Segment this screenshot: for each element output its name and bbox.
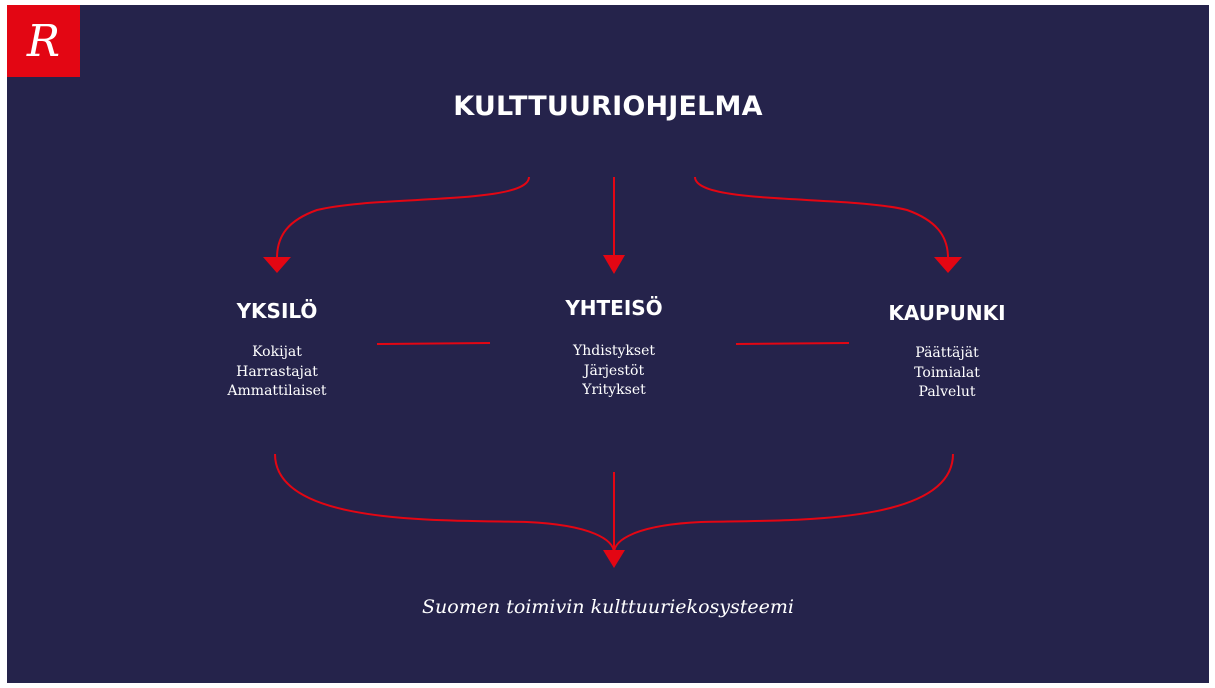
column-list-yhteiso: Yhdistykset Järjestöt Yritykset [484,342,744,401]
arrow-to-kaupunki [694,176,949,259]
list-item: Yritykset [582,382,646,398]
list-item: Toimialat [914,364,980,381]
page-title: KULTTUURIOHJELMA [453,91,763,122]
list-item: Kokijat [252,344,302,360]
list-item: Harrastajat [236,363,318,380]
list-item: Yhdistykset [573,343,655,359]
column-list-kaupunki: Päättäjät Toimialat Palvelut [817,344,1077,403]
list-item: Ammattilaiset [227,383,327,399]
column-title-yhteiso: YHTEISÖ [565,296,663,320]
arrow-head-yhteiso [603,255,625,274]
connector-right [735,342,850,345]
arrow-head-kaupunki [934,257,962,273]
blackletter-r-logo-icon: R [26,16,60,67]
brace-right [613,453,954,554]
logo: R [7,5,80,77]
arrow-head-yksilo [263,257,291,273]
list-item: Järjestöt [583,362,645,379]
brace-left [274,453,615,554]
slide: R KULTTUURIOHJELMA YKSILÖ Kokijat Harras… [7,5,1209,683]
list-item: Palvelut [918,384,976,400]
arrow-head-footer [603,550,625,568]
arrow-to-yksilo [276,176,530,259]
logo-glyph: R [26,16,60,67]
column-title-yksilo: YKSILÖ [236,299,318,323]
column-title-kaupunki: KAUPUNKI [888,301,1006,325]
column-list-yksilo: Kokijat Harrastajat Ammattilaiset [147,343,407,402]
connector-left [376,342,491,345]
footer-tagline: Suomen toimivin kulttuuriekosysteemi [422,596,794,618]
flow-diagram [263,176,962,568]
list-item: Päättäjät [915,345,979,361]
